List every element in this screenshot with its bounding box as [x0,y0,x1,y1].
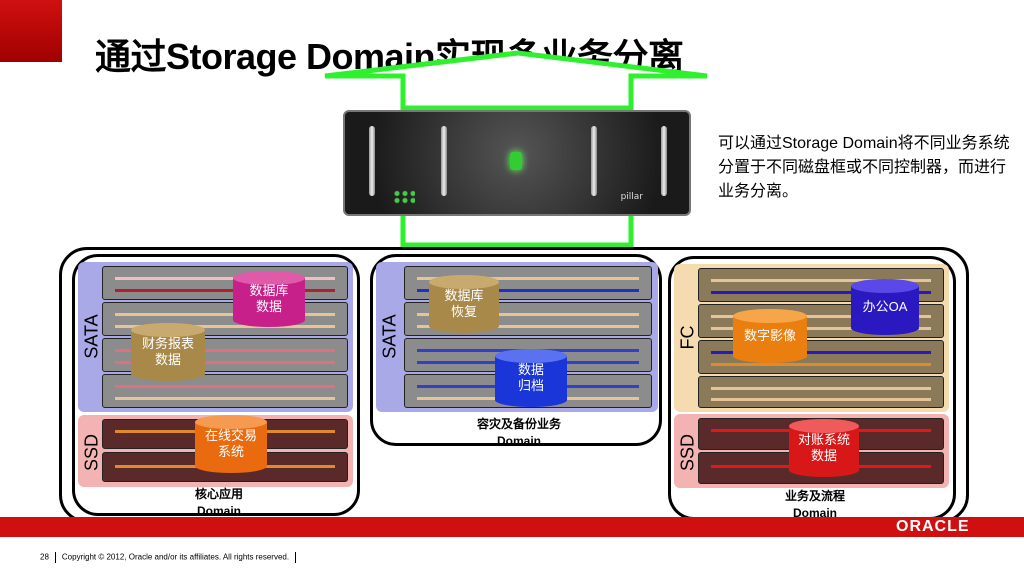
cylinder-finance-report: 财务报表数据 [131,323,205,381]
cylinder-data-archive: 数据归档 [495,349,567,407]
tier-label: SSD [81,434,102,472]
side-note: 可以通过Storage Domain将不同业务系统分置于不同磁盘框或不同控制器，… [718,135,1010,200]
title-accent-bar [0,0,62,62]
cylinder-database: 数据库数据 [233,271,305,327]
storage-server: pillar [343,110,691,216]
indicator-lights-icon [393,190,415,204]
tier-label: SATA [81,314,102,359]
cylinder-online-trading: 在线交易系统 [195,415,267,473]
cylinder-digital-imaging: 数字影像 [733,309,807,363]
status-led-icon [510,152,522,170]
disk-shelf [698,376,944,408]
oracle-logo: ORACLE [896,518,970,535]
handle-icon [441,126,447,196]
footer-bar [0,517,1024,537]
cylinder-database-recovery: 数据库恢复 [429,275,499,333]
uplink-arrow [324,50,708,111]
server-logo: pillar [620,192,643,202]
downlink-connector [400,212,634,248]
tier-label: SSD [677,434,698,472]
cylinder-reconciliation: 对账系统数据 [789,419,859,477]
tier-label: FC [677,325,698,350]
handle-icon [369,126,375,196]
tier-sata: SATA [78,262,353,412]
disk-shelf [102,266,348,300]
cylinder-office-oa: 办公OA [851,279,919,335]
disk-shelf [102,374,348,408]
page-number: 28 [40,552,49,562]
footer: 28 Copyright © 2012, Oracle and/or its af… [40,552,302,563]
handle-icon [591,126,597,196]
handle-icon [661,126,667,196]
tier-label: SATA [379,314,400,359]
copyright: Copyright © 2012, Oracle and/or its affi… [61,552,290,562]
